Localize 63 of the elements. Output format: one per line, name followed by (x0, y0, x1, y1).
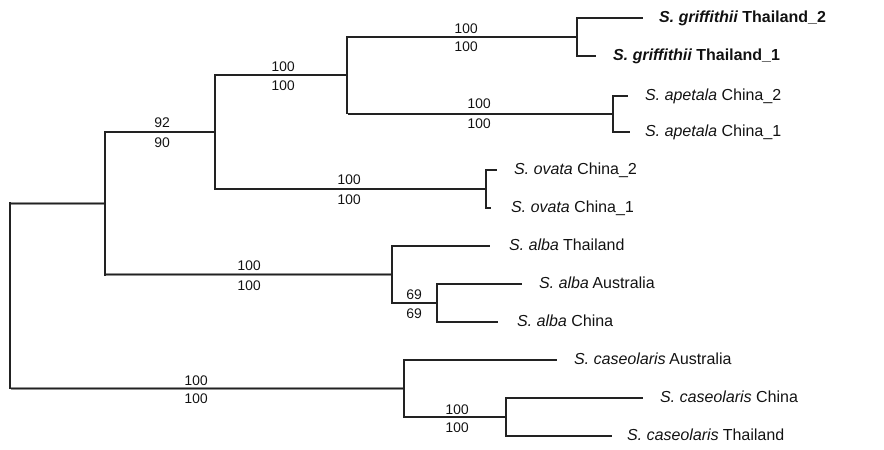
clade-junction-line (214, 74, 216, 190)
support-value: 100 (271, 58, 295, 74)
clade-junction-line (612, 95, 614, 133)
tree-branch (614, 131, 630, 133)
taxon-label: S. alba Australia (522, 274, 655, 294)
support-value: 100 (445, 419, 469, 435)
clade-junction-line (505, 397, 507, 437)
support-value: 100 (445, 401, 469, 417)
taxon-label: S. ovata China_2 (497, 160, 637, 180)
taxon-label: S. apetala China_1 (630, 122, 782, 142)
tree-branch (487, 169, 497, 171)
support-value: 90 (154, 134, 170, 150)
taxon-label: S. griffithii Thailand_2 (643, 8, 826, 28)
clade-junction-line (485, 169, 487, 209)
support-value: 69 (406, 286, 422, 302)
tree-branch (11, 388, 403, 390)
tree-branch (393, 245, 490, 247)
tree-branch (348, 113, 612, 115)
support-value: 100 (271, 77, 295, 93)
tree-branch (614, 95, 628, 97)
taxon-label: S. alba Thailand (490, 236, 624, 256)
support-value: 92 (154, 114, 170, 130)
support-value: 100 (337, 171, 361, 187)
taxon-label: S. griffithii Thailand_1 (596, 46, 780, 66)
clade-junction-line (576, 17, 578, 57)
tree-branch (578, 17, 643, 19)
clade-junction-line (346, 36, 348, 114)
tree-branch (106, 274, 391, 276)
tree-branch (216, 188, 485, 190)
taxon-label: S. ovata China_1 (491, 198, 634, 218)
tree-branch (405, 416, 505, 418)
tree-branch (216, 74, 346, 76)
support-value: 100 (184, 372, 208, 388)
tree-branch (405, 359, 557, 361)
taxon-label: S. caseolaris China (643, 388, 798, 408)
tree-branch (11, 202, 104, 204)
support-value: 100 (467, 95, 491, 111)
tree-branch (507, 435, 612, 437)
tree-branch (106, 131, 214, 133)
support-value: 100 (184, 390, 208, 406)
tree-branch (438, 321, 498, 323)
taxon-label: S. apetala China_2 (628, 86, 782, 106)
tree-branch (578, 55, 596, 57)
support-value: 100 (337, 191, 361, 207)
support-value: 100 (454, 38, 478, 54)
support-value: 100 (454, 20, 478, 36)
taxon-label: S. caseolaris Australia (557, 350, 732, 370)
support-value: 69 (406, 305, 422, 321)
clade-junction-line (436, 283, 438, 323)
clade-junction-line (104, 131, 106, 276)
support-value: 100 (237, 257, 261, 273)
taxon-label: S. caseolaris Thailand (612, 426, 784, 446)
clade-junction-line (9, 202, 11, 389)
taxon-label: S. alba China (498, 312, 614, 332)
clade-junction-line (403, 359, 405, 418)
tree-branch (487, 207, 491, 209)
support-value: 100 (467, 115, 491, 131)
tree-branch (348, 36, 576, 38)
tree-branch (393, 302, 436, 304)
clade-junction-line (391, 245, 393, 304)
support-value: 100 (237, 277, 261, 293)
tree-branch (507, 397, 643, 399)
tree-branch (438, 283, 522, 285)
